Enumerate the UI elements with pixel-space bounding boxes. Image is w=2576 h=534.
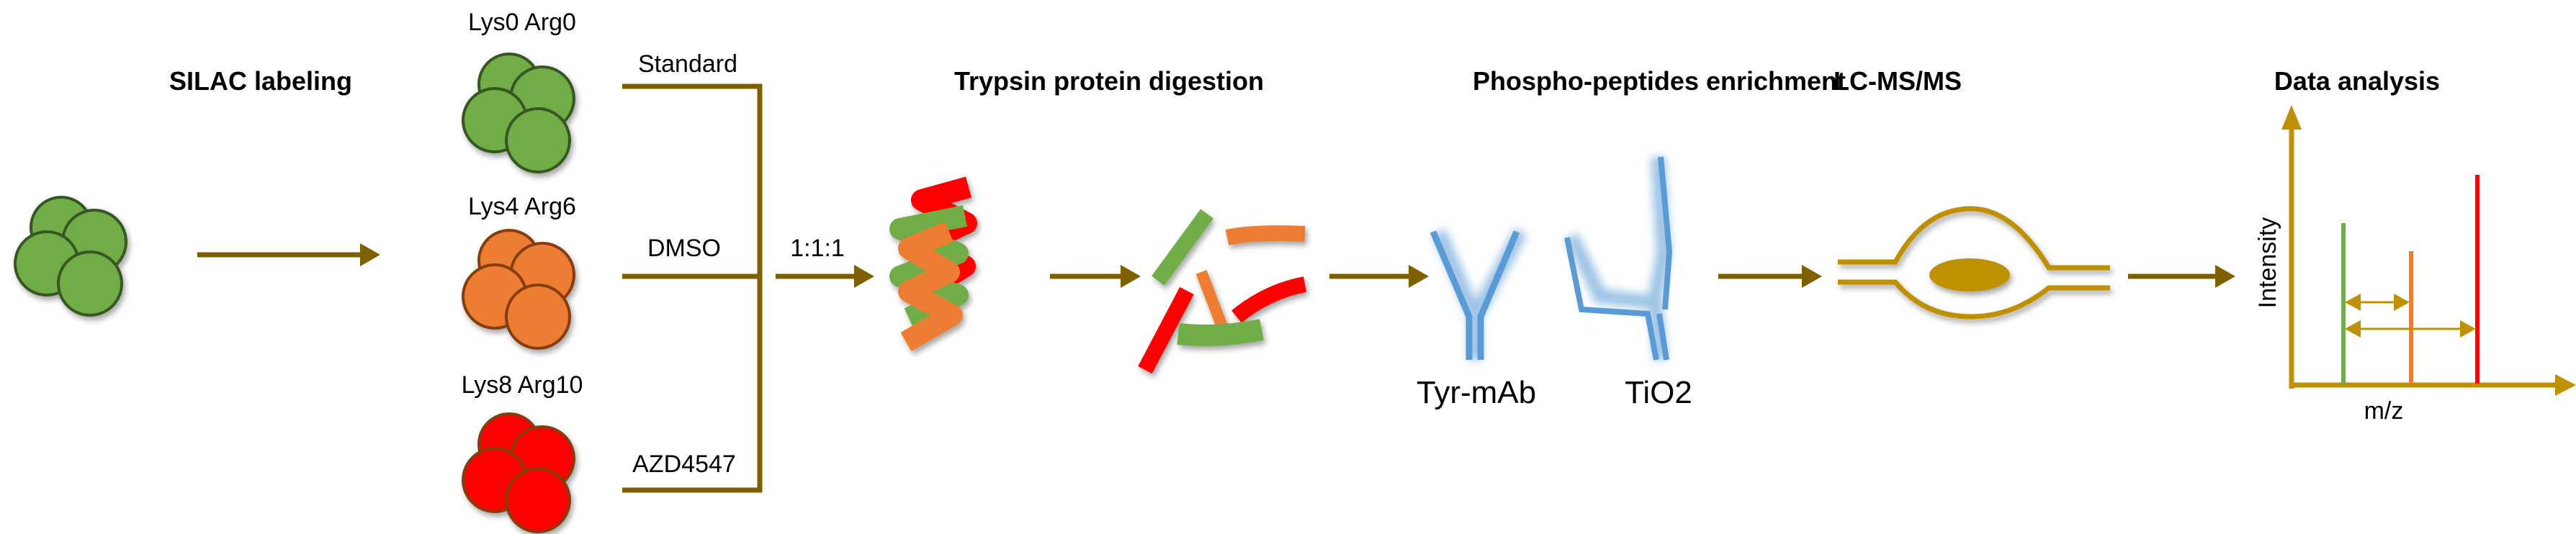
heavy-cells-icon xyxy=(462,412,575,533)
step-title-enrichment: Phospho-peptides enrichment xyxy=(1473,66,1846,96)
unlabeled-cells-icon xyxy=(14,196,127,317)
condition-dmso: DMSO xyxy=(647,235,721,262)
medium-cells-icon xyxy=(462,229,575,350)
lc-ms-instrument-icon xyxy=(1838,206,2110,320)
x-axis-label: m/z xyxy=(2364,397,2404,425)
y-axis-arrowhead xyxy=(2281,105,2302,130)
mix-ratio-label: 1:1:1 xyxy=(790,235,845,262)
arrow-to-peptides xyxy=(1050,265,1141,288)
arrow-to-labeling xyxy=(197,243,380,266)
isotope-label-light: Lys0 Arg0 xyxy=(468,9,576,36)
method-label-tyr-mab: Tyr-mAb xyxy=(1417,375,1536,410)
arrow-to-lcms xyxy=(1718,265,1822,288)
step-title-silac: SILAC labeling xyxy=(169,66,352,96)
mixing-bracket xyxy=(622,83,763,493)
tio2-icon xyxy=(1564,156,1673,361)
arrow-to-digestion xyxy=(776,265,874,288)
light-cells-icon xyxy=(462,53,575,173)
isotope-label-medium: Lys4 Arg6 xyxy=(468,193,576,220)
tyr-mab-antibody-icon xyxy=(1430,228,1527,360)
step-title-lcms: LC-MS/MS xyxy=(1834,66,1962,96)
arrow-to-enrichment xyxy=(1329,265,1429,288)
x-axis-arrowhead xyxy=(2555,374,2576,396)
condition-standard: Standard xyxy=(638,50,737,78)
peptide-fragments-icon xyxy=(1138,209,1307,374)
isotope-label-heavy: Lys8 Arg10 xyxy=(462,371,583,399)
step-title-analysis: Data analysis xyxy=(2274,66,2440,96)
mass-spectrum-chart: Intensity m/z xyxy=(2254,105,2576,425)
y-axis-label: Intensity xyxy=(2254,217,2281,309)
method-label-tio2: TiO2 xyxy=(1625,375,1692,410)
condition-azd4547: AZD4547 xyxy=(632,451,736,478)
labeled-proteins-icon xyxy=(889,176,977,351)
step-title-digestion: Trypsin protein digestion xyxy=(954,66,1264,96)
mass-shift-arrow-medium xyxy=(2345,294,2410,311)
mass-shift-arrow-heavy xyxy=(2345,320,2476,338)
arrow-to-analysis xyxy=(2128,265,2235,288)
